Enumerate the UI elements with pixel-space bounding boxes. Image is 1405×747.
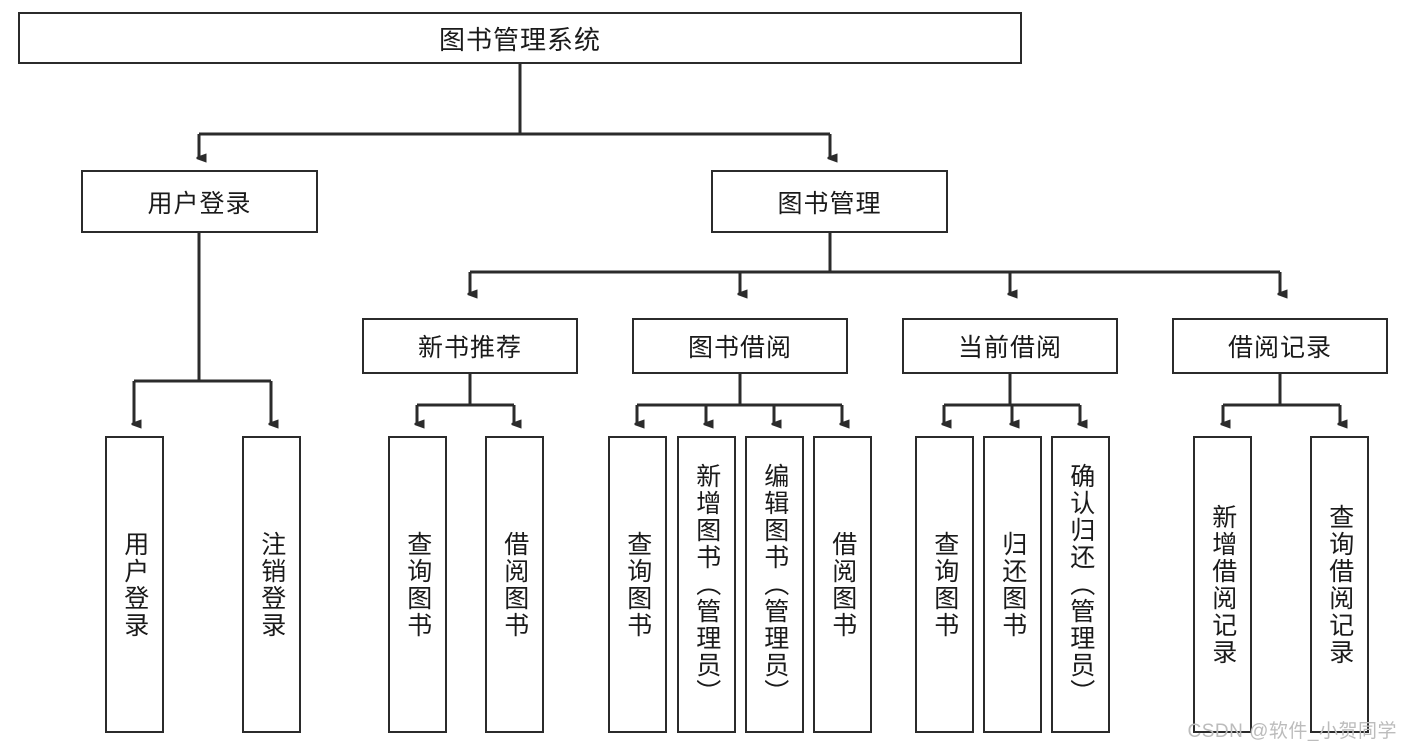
node-leaf-confirm-return-label: 确认归还（管理员） [1066, 463, 1095, 706]
node-leaf-query-book-3[interactable]: 查询图书 [915, 436, 974, 733]
node-leaf-query-book-2-label: 查询图书 [623, 530, 652, 639]
node-leaf-user-login[interactable]: 用户登录 [105, 436, 164, 733]
node-leaf-add-book-label: 新增图书（管理员） [692, 463, 721, 706]
node-current-borrow-label: 当前借阅 [957, 334, 1062, 362]
node-leaf-query-book-2[interactable]: 查询图书 [608, 436, 667, 733]
node-leaf-borrow-book-2-label: 借阅图书 [828, 530, 857, 639]
node-book-borrow-label: 图书借阅 [687, 334, 792, 362]
node-leaf-confirm-return[interactable]: 确认归还（管理员） [1051, 436, 1110, 733]
node-new-book-recommend[interactable]: 新书推荐 [362, 318, 578, 374]
node-borrow-record-label: 借阅记录 [1227, 334, 1332, 362]
node-user-login[interactable]: 用户登录 [81, 170, 318, 233]
node-leaf-edit-book[interactable]: 编辑图书（管理员） [745, 436, 804, 733]
node-current-borrow[interactable]: 当前借阅 [902, 318, 1118, 374]
node-book-manage[interactable]: 图书管理 [711, 170, 948, 233]
node-leaf-borrow-book-1-label: 借阅图书 [500, 530, 529, 639]
node-leaf-user-login-label: 用户登录 [120, 530, 149, 639]
node-leaf-return-book-label: 归还图书 [998, 530, 1027, 639]
node-leaf-query-book-1[interactable]: 查询图书 [388, 436, 447, 733]
node-new-book-recommend-label: 新书推荐 [417, 334, 522, 362]
node-leaf-edit-book-label: 编辑图书（管理员） [760, 463, 789, 706]
node-leaf-query-book-3-label: 查询图书 [930, 530, 959, 639]
node-leaf-logout-login[interactable]: 注销登录 [242, 436, 301, 733]
node-leaf-query-record-label: 查询借阅记录 [1325, 503, 1354, 666]
node-user-login-label: 用户登录 [147, 189, 252, 218]
node-leaf-query-record[interactable]: 查询借阅记录 [1310, 436, 1369, 733]
node-leaf-add-record-label: 新增借阅记录 [1208, 503, 1237, 666]
node-leaf-add-record[interactable]: 新增借阅记录 [1193, 436, 1252, 733]
node-leaf-add-book[interactable]: 新增图书（管理员） [677, 436, 736, 733]
node-leaf-logout-login-label: 注销登录 [257, 530, 286, 639]
node-book-borrow[interactable]: 图书借阅 [632, 318, 848, 374]
node-leaf-return-book[interactable]: 归还图书 [983, 436, 1042, 733]
node-leaf-borrow-book-1[interactable]: 借阅图书 [485, 436, 544, 733]
node-borrow-record[interactable]: 借阅记录 [1172, 318, 1388, 374]
watermark-text: CSDN @软件_小贺同学 [1187, 721, 1397, 742]
node-root[interactable]: 图书管理系统 [18, 12, 1022, 64]
node-leaf-borrow-book-2[interactable]: 借阅图书 [813, 436, 872, 733]
node-root-label: 图书管理系统 [438, 24, 601, 55]
node-leaf-query-book-1-label: 查询图书 [403, 530, 432, 639]
node-book-manage-label: 图书管理 [777, 189, 882, 218]
